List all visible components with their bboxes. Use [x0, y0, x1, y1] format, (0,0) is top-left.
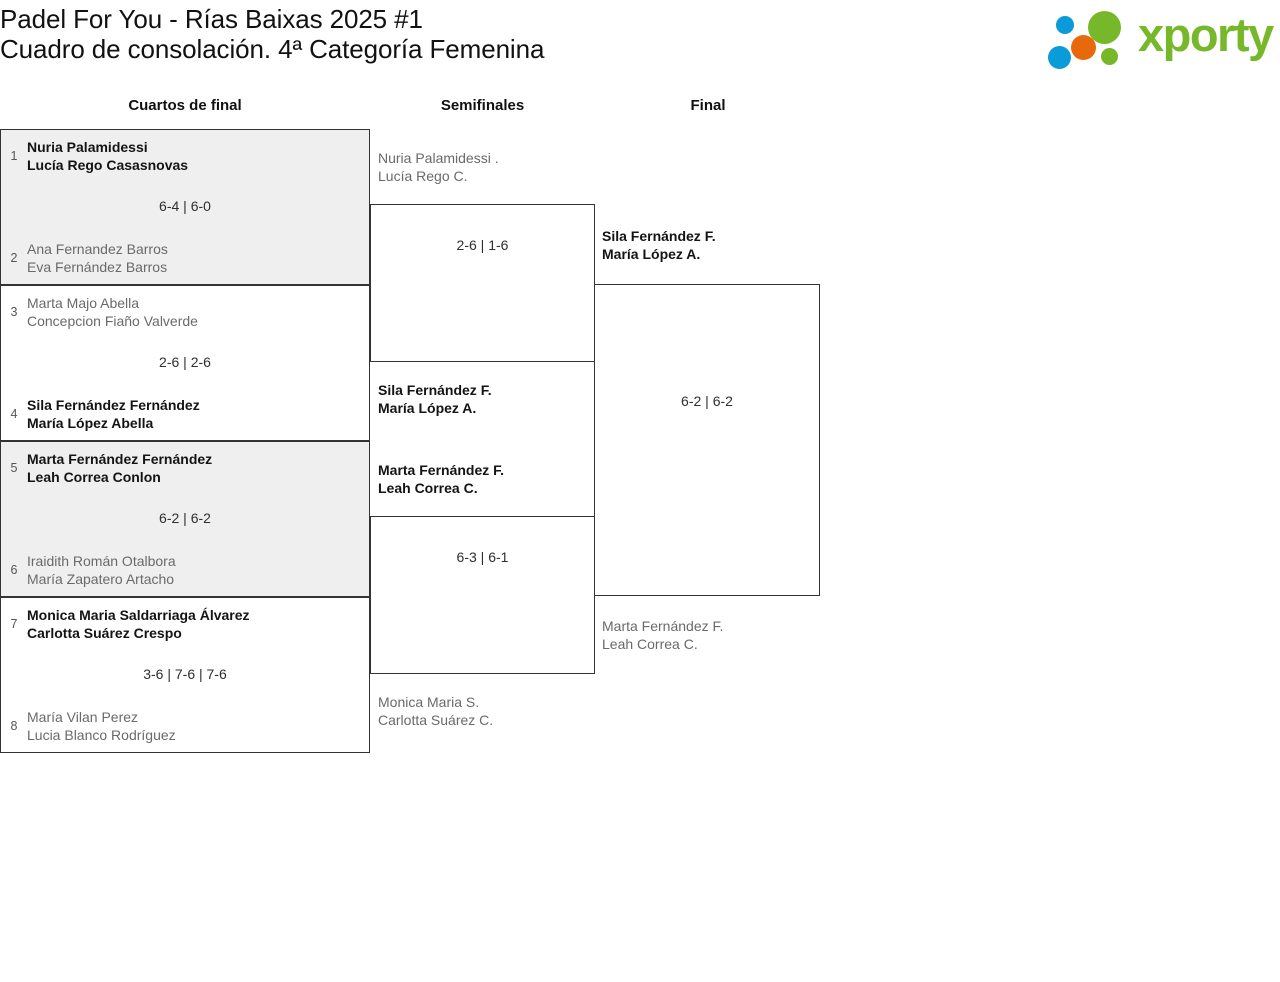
- player-name: Eva Fernández Barros: [27, 259, 168, 275]
- player-name: Marta Majo Abella: [27, 295, 140, 311]
- player-name: Marta Fernández F.: [602, 618, 724, 634]
- player-name: Iraidith Román Otalbora: [27, 553, 176, 569]
- match-box-quarterfinal-3[interactable]: 5 Marta Fernández Fernández Leah Correa …: [0, 441, 370, 597]
- match-team-row[interactable]: Marta Fernández F. Leah Correa C.: [371, 461, 594, 497]
- player-name: Concepcion Fiaño Valverde: [27, 313, 198, 329]
- match-team-row[interactable]: 1 Nuria Palamidessi Lucía Rego Casasnova…: [1, 138, 369, 174]
- match-score: 2-6 | 2-6: [159, 354, 211, 370]
- player-name: Leah Correa Conlon: [27, 469, 161, 485]
- player-name: Leah Correa C.: [378, 480, 478, 496]
- seed-number: 6: [10, 562, 18, 577]
- column-header-quarterfinals: Cuartos de final: [128, 97, 242, 114]
- match-team-row[interactable]: Sila Fernández F. María López A.: [595, 227, 819, 263]
- player-name: María Zapatero Artacho: [27, 571, 175, 587]
- match-score: 2-6 | 1-6: [456, 237, 509, 253]
- player-name: María Vilan Perez: [27, 709, 139, 725]
- page-title: Padel For You - Rías Baixas 2025 #1 Cuad…: [0, 4, 544, 64]
- seed-number: 4: [10, 406, 18, 421]
- player-name: Carlotta Suárez C.: [378, 712, 494, 728]
- match-score: 6-4 | 6-0: [159, 198, 211, 214]
- match-team-row[interactable]: 7 Monica Maria Saldarriaga Álvarez Carlo…: [1, 606, 369, 642]
- team-names: Sila Fernández F. María López A.: [371, 381, 594, 417]
- player-name: Monica Maria S.: [378, 694, 480, 710]
- match-box-quarterfinal-1[interactable]: 1 Nuria Palamidessi Lucía Rego Casasnova…: [0, 129, 370, 285]
- team-names: Ana Fernandez Barros Eva Fernández Barro…: [27, 240, 369, 276]
- player-name: Sila Fernández F.: [378, 382, 492, 398]
- title-line-tournament: Padel For You - Rías Baixas 2025 #1: [0, 4, 423, 34]
- team-names: Sila Fernández F. María López A.: [595, 227, 819, 263]
- match-score: 3-6 | 7-6 | 7-6: [143, 666, 227, 682]
- match-score: 6-2 | 6-2: [681, 393, 733, 409]
- team-names: Monica Maria S. Carlotta Suárez C.: [371, 693, 594, 729]
- player-name: Nuria Palamidessi: [27, 139, 148, 155]
- player-name: Marta Fernández Fernández: [27, 451, 213, 467]
- match-team-row[interactable]: Sila Fernández F. María López A.: [371, 381, 594, 417]
- team-names: Nuria Palamidessi Lucía Rego Casasnovas: [27, 138, 369, 174]
- match-team-row[interactable]: 4 Sila Fernández Fernández María López A…: [1, 396, 369, 432]
- player-name: María López A.: [378, 400, 477, 416]
- player-name: Nuria Palamidessi .: [378, 150, 499, 166]
- team-names: Sila Fernández Fernández María López Abe…: [27, 396, 369, 432]
- player-name: Lucia Blanco Rodríguez: [27, 727, 176, 743]
- match-box-quarterfinal-2[interactable]: 3 Marta Majo Abella Concepcion Fiaño Val…: [0, 285, 370, 441]
- match-team-row[interactable]: Nuria Palamidessi . Lucía Rego C.: [371, 149, 594, 185]
- team-names: Marta Majo Abella Concepcion Fiaño Valve…: [27, 294, 369, 330]
- column-header-semifinals: Semifinales: [440, 97, 525, 114]
- player-name: Lucía Rego Casasnovas: [27, 157, 189, 173]
- player-name: Leah Correa C.: [602, 636, 698, 652]
- match-team-row[interactable]: 6 Iraidith Román Otalbora María Zapatero…: [1, 552, 369, 588]
- player-name: Ana Fernandez Barros: [27, 241, 168, 257]
- team-names: Marta Fernández Fernández Leah Correa Co…: [27, 450, 369, 486]
- column-header-final: Final: [690, 97, 726, 114]
- match-team-row[interactable]: 3 Marta Majo Abella Concepcion Fiaño Val…: [1, 294, 369, 330]
- match-score: 6-3 | 6-1: [456, 549, 509, 565]
- logo-dot-green-large: [1088, 11, 1121, 44]
- seed-number: 8: [10, 718, 18, 733]
- seed-number: 5: [10, 460, 18, 475]
- match-box-quarterfinal-4[interactable]: 7 Monica Maria Saldarriaga Álvarez Carlo…: [0, 597, 370, 753]
- player-name: Sila Fernández Fernández: [27, 397, 200, 413]
- player-name: Sila Fernández F.: [602, 228, 716, 244]
- match-team-row[interactable]: Monica Maria S. Carlotta Suárez C.: [371, 693, 594, 729]
- player-name: María López Abella: [27, 415, 154, 431]
- match-team-row[interactable]: 5 Marta Fernández Fernández Leah Correa …: [1, 450, 369, 486]
- logo-wordmark: xporty: [1138, 8, 1274, 61]
- logo-dot-blue-top: [1056, 16, 1074, 34]
- team-names: Iraidith Román Otalbora María Zapatero A…: [27, 552, 369, 588]
- match-team-row[interactable]: 2 Ana Fernandez Barros Eva Fernández Bar…: [1, 240, 369, 276]
- seed-number: 7: [10, 616, 18, 631]
- match-box-semifinal-2[interactable]: Marta Fernández F. Leah Correa C. 6-3 | …: [370, 462, 595, 728]
- logo-dot-blue-bottom: [1048, 46, 1071, 69]
- team-names: Marta Fernández F. Leah Correa C.: [371, 461, 594, 497]
- team-names: Nuria Palamidessi . Lucía Rego C.: [371, 149, 594, 185]
- seed-number: 2: [10, 250, 18, 265]
- logo-dot-orange: [1071, 35, 1096, 60]
- match-box-semifinal-1[interactable]: Nuria Palamidessi . Lucía Rego C. 2-6 | …: [370, 150, 595, 416]
- logo-dot-green-small: [1101, 48, 1118, 65]
- team-names: María Vilan Perez Lucia Blanco Rodríguez: [27, 708, 369, 744]
- team-names: Monica Maria Saldarriaga Álvarez Carlott…: [27, 606, 369, 642]
- xporty-logo[interactable]: xporty: [1046, 8, 1276, 69]
- match-score: 6-2 | 6-2: [159, 510, 211, 526]
- seed-number: 1: [10, 148, 18, 163]
- match-team-row[interactable]: 8 María Vilan Perez Lucia Blanco Rodrígu…: [1, 708, 369, 744]
- title-line-category: Cuadro de consolación. 4ª Categoría Feme…: [0, 34, 545, 64]
- match-box-final[interactable]: Sila Fernández F. María López A. 6-2 | 6…: [594, 228, 820, 652]
- player-name: Marta Fernández F.: [378, 462, 505, 478]
- team-names: Marta Fernández F. Leah Correa C.: [595, 617, 819, 653]
- player-name: Carlotta Suárez Crespo: [27, 625, 182, 641]
- player-name: Lucía Rego C.: [378, 168, 468, 184]
- player-name: María López A.: [602, 246, 701, 262]
- match-team-row[interactable]: Marta Fernández F. Leah Correa C.: [595, 617, 819, 653]
- seed-number: 3: [10, 304, 18, 319]
- player-name: Monica Maria Saldarriaga Álvarez: [27, 607, 250, 623]
